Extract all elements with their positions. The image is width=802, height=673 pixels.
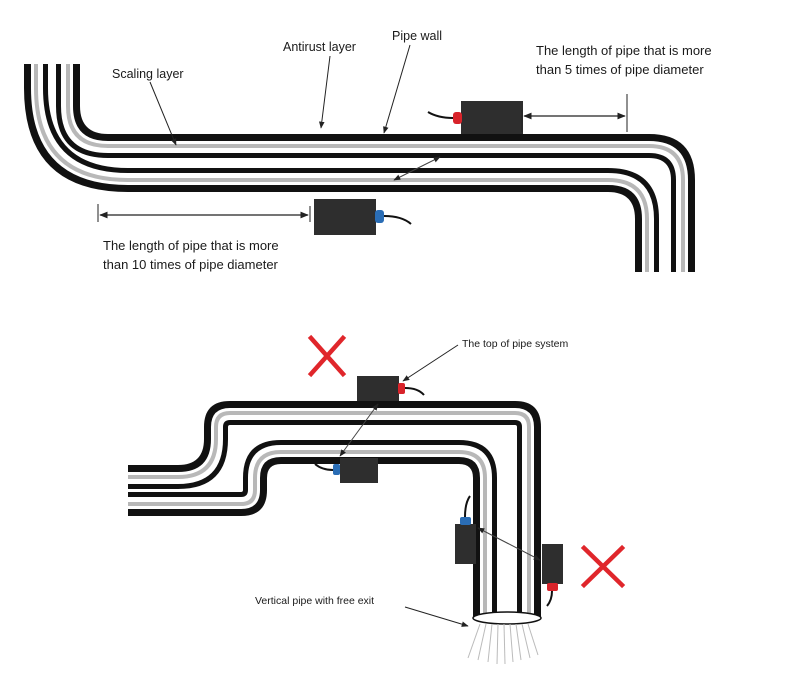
pipe-outlet [472, 611, 542, 625]
pipe-flow-channel [48, 64, 671, 272]
sensor-red-cap [453, 112, 462, 124]
top-pipe [24, 64, 695, 272]
dimension-10d [97, 204, 311, 222]
sensor-inner-horizontal [314, 458, 378, 483]
sensor-cable [427, 111, 454, 119]
signal-path-line [477, 527, 541, 561]
sensor-blue-cap [460, 517, 471, 525]
bottom-pipe [128, 401, 542, 625]
pipe-flow-channel [128, 425, 517, 618]
sensor-blue-cap [375, 210, 384, 223]
label-scaling-layer: Scaling layer [112, 67, 184, 81]
label-length-10-line1: The length of pipe that is more [103, 238, 279, 253]
sensor-top-right [427, 101, 523, 134]
label-top-of-pipe: The top of pipe system [462, 338, 568, 350]
label-pipe-wall: Pipe wall [392, 29, 442, 43]
ultrasonic-sensor-icon [314, 199, 376, 235]
cross-icon [580, 544, 626, 589]
sensor-red-cap [547, 583, 558, 591]
label-vertical-pipe: Vertical pipe with free exit [255, 595, 374, 607]
leader-top-of-pipe [402, 344, 459, 382]
leader-antirust-layer [319, 55, 331, 129]
sensor-vertical-left [455, 495, 476, 564]
sensor-cable [383, 215, 412, 225]
dimension-5d [521, 94, 628, 132]
sensor-vertical-right [542, 544, 563, 607]
signal-path-line [393, 156, 441, 181]
sensor-top-left [314, 199, 412, 235]
sensor-cable [314, 463, 334, 471]
leader-scaling-layer [149, 81, 177, 146]
ultrasonic-sensor-icon [455, 524, 476, 564]
sensor-red-cap [398, 383, 405, 394]
signal-path-line [339, 403, 379, 457]
cross-icon [307, 334, 347, 378]
sensor-cable [546, 590, 553, 607]
water-spray [467, 623, 539, 665]
ultrasonic-sensor-icon [461, 101, 523, 134]
sensor-cable [404, 387, 425, 396]
ultrasonic-sensor-icon [357, 376, 399, 401]
label-antirust-layer: Antirust layer [283, 40, 356, 54]
label-length-10-line2: than 10 times of pipe diameter [103, 257, 279, 272]
label-length-5-line2: than 5 times of pipe diameter [536, 62, 704, 77]
leader-vertical-pipe [404, 606, 469, 627]
sensor-top-of-pipe [357, 376, 425, 401]
label-length-5-line1: The length of pipe that is more [536, 43, 712, 58]
ultrasonic-sensor-icon [542, 544, 563, 584]
sensor-blue-cap [333, 464, 340, 475]
sensor-cable [464, 495, 471, 518]
ultrasonic-sensor-icon [340, 458, 378, 483]
leader-pipe-wall [383, 44, 411, 134]
